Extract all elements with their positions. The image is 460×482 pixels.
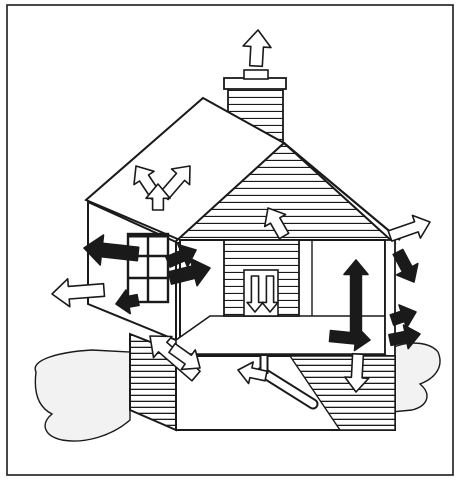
window bbox=[128, 234, 168, 302]
ground-patch-right bbox=[392, 343, 440, 412]
eave-right-arrow bbox=[388, 215, 430, 241]
ground-patch-left bbox=[35, 350, 130, 441]
right-wall-down-arrow bbox=[393, 250, 418, 283]
chimney-flue bbox=[244, 70, 268, 79]
chimney-top-arrow bbox=[243, 30, 271, 66]
